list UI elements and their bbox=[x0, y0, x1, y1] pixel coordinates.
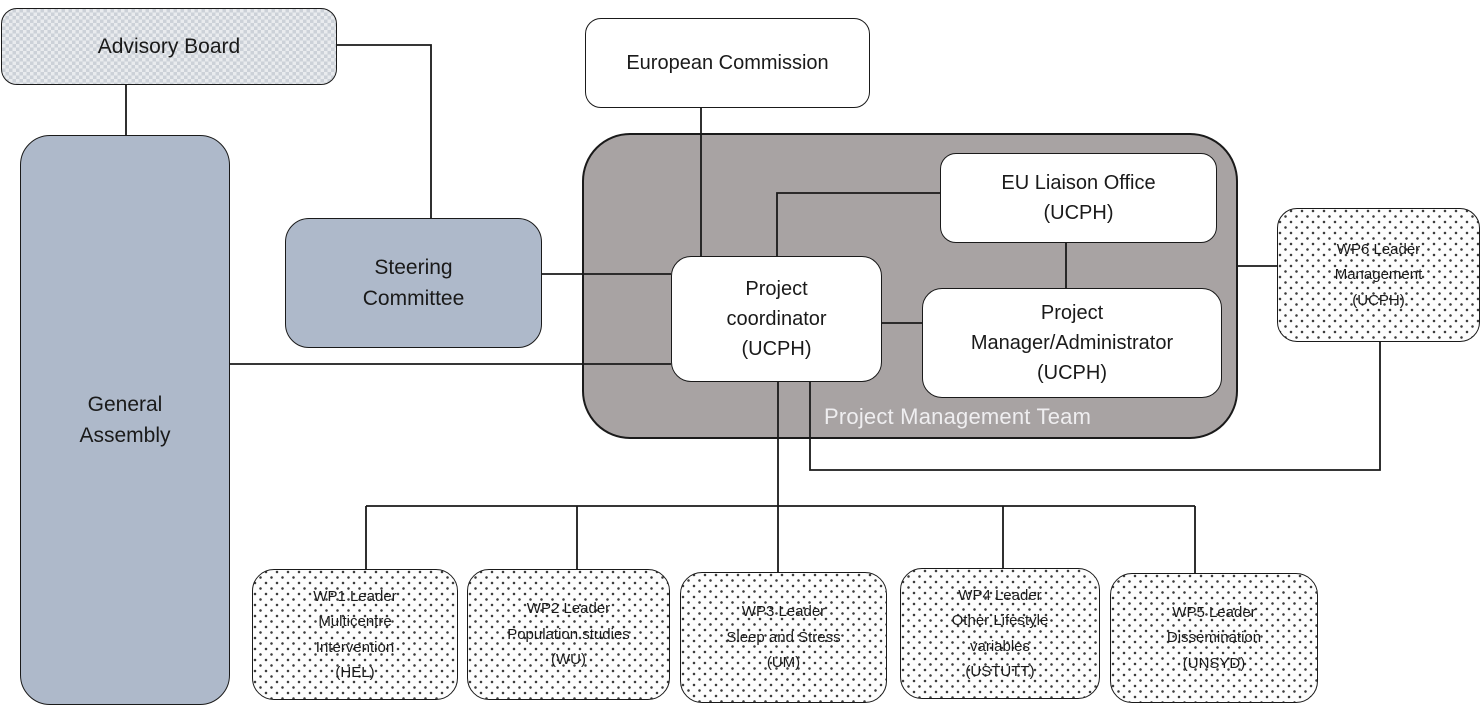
project-manager-administrator-label: Project Manager/Administrator (UCPH) bbox=[970, 302, 1174, 384]
node-wp4-leader-other-lifestyle-variables: WP4 Leader Other Lifestyle variables (US… bbox=[900, 568, 1100, 699]
node-wp1-leader-multicentre-intervention: WP1 Leader Multicentre Intervention (HEL… bbox=[252, 569, 458, 700]
wp1-label: WP1 Leader Multicentre Intervention (HEL… bbox=[313, 587, 397, 682]
project-coordinator-label: Project coordinator (UCPH) bbox=[726, 278, 827, 360]
advisory-board-label: Advisory Board bbox=[97, 34, 241, 58]
connector-advisory-to-steering bbox=[337, 44, 432, 218]
node-general-assembly: General Assembly bbox=[20, 135, 230, 705]
node-wp3-leader-sleep-and-stress: WP3 Leader Sleep and Stress (UM) bbox=[680, 572, 887, 703]
node-wp6-leader-management: WP6 Leader Management (UCPH) bbox=[1277, 208, 1480, 342]
node-european-commission: European Commission bbox=[585, 18, 870, 108]
wp3-label: WP3 Leader Sleep and Stress (UM) bbox=[726, 603, 841, 672]
steering-committee-label: Steering Committee bbox=[362, 255, 465, 311]
wp2-label: WP2 Leader Population studies (WU) bbox=[507, 600, 630, 669]
node-project-manager-administrator: Project Manager/Administrator (UCPH) bbox=[922, 288, 1222, 398]
project-management-team-label: Project Management Team bbox=[824, 404, 1092, 429]
wp4-label: WP4 Leader Other Lifestyle variables (US… bbox=[951, 586, 1049, 681]
node-wp5-leader-dissemination: WP5 Leader Dissemination (UNSYD) bbox=[1110, 573, 1318, 703]
wp6-label: WP6 Leader Management (UCPH) bbox=[1334, 240, 1423, 309]
european-commission-label: European Commission bbox=[626, 52, 829, 74]
node-steering-committee: Steering Committee bbox=[285, 218, 542, 348]
wp5-label: WP5 Leader Dissemination (UNSYD) bbox=[1166, 603, 1262, 672]
node-wp2-leader-population-studies: WP2 Leader Population studies (WU) bbox=[467, 569, 670, 700]
node-project-coordinator: Project coordinator (UCPH) bbox=[671, 256, 882, 382]
node-eu-liaison-office: EU Liaison Office (UCPH) bbox=[940, 153, 1217, 243]
general-assembly-label: General Assembly bbox=[79, 392, 171, 448]
eu-liaison-office-label: EU Liaison Office (UCPH) bbox=[1001, 172, 1156, 224]
node-advisory-board: Advisory Board bbox=[1, 8, 337, 85]
